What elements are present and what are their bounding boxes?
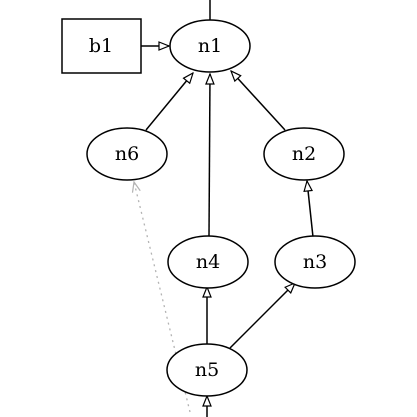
node-n3-label: n3	[303, 251, 327, 273]
node-n6-label: n6	[115, 143, 139, 165]
node-n5: n5	[166, 343, 248, 397]
node-n1: n1	[169, 19, 251, 73]
node-n1-label: n1	[198, 35, 222, 57]
node-n2-label: n2	[292, 143, 316, 165]
edge-n2-n1	[231, 71, 286, 131]
edge-n6-n1	[145, 73, 193, 131]
node-n4: n4	[167, 235, 249, 289]
edge-n5-n3	[229, 283, 295, 349]
node-b1-label: b1	[89, 35, 113, 57]
edge-n4-n1	[209, 74, 210, 237]
node-n2: n2	[263, 127, 345, 181]
edge-n3-n2	[307, 181, 314, 238]
node-n6: n6	[86, 127, 168, 181]
node-n4-label: n4	[196, 251, 220, 273]
node-b1: b1	[61, 18, 142, 74]
node-n5-label: n5	[195, 359, 219, 381]
node-n3: n3	[274, 235, 356, 289]
